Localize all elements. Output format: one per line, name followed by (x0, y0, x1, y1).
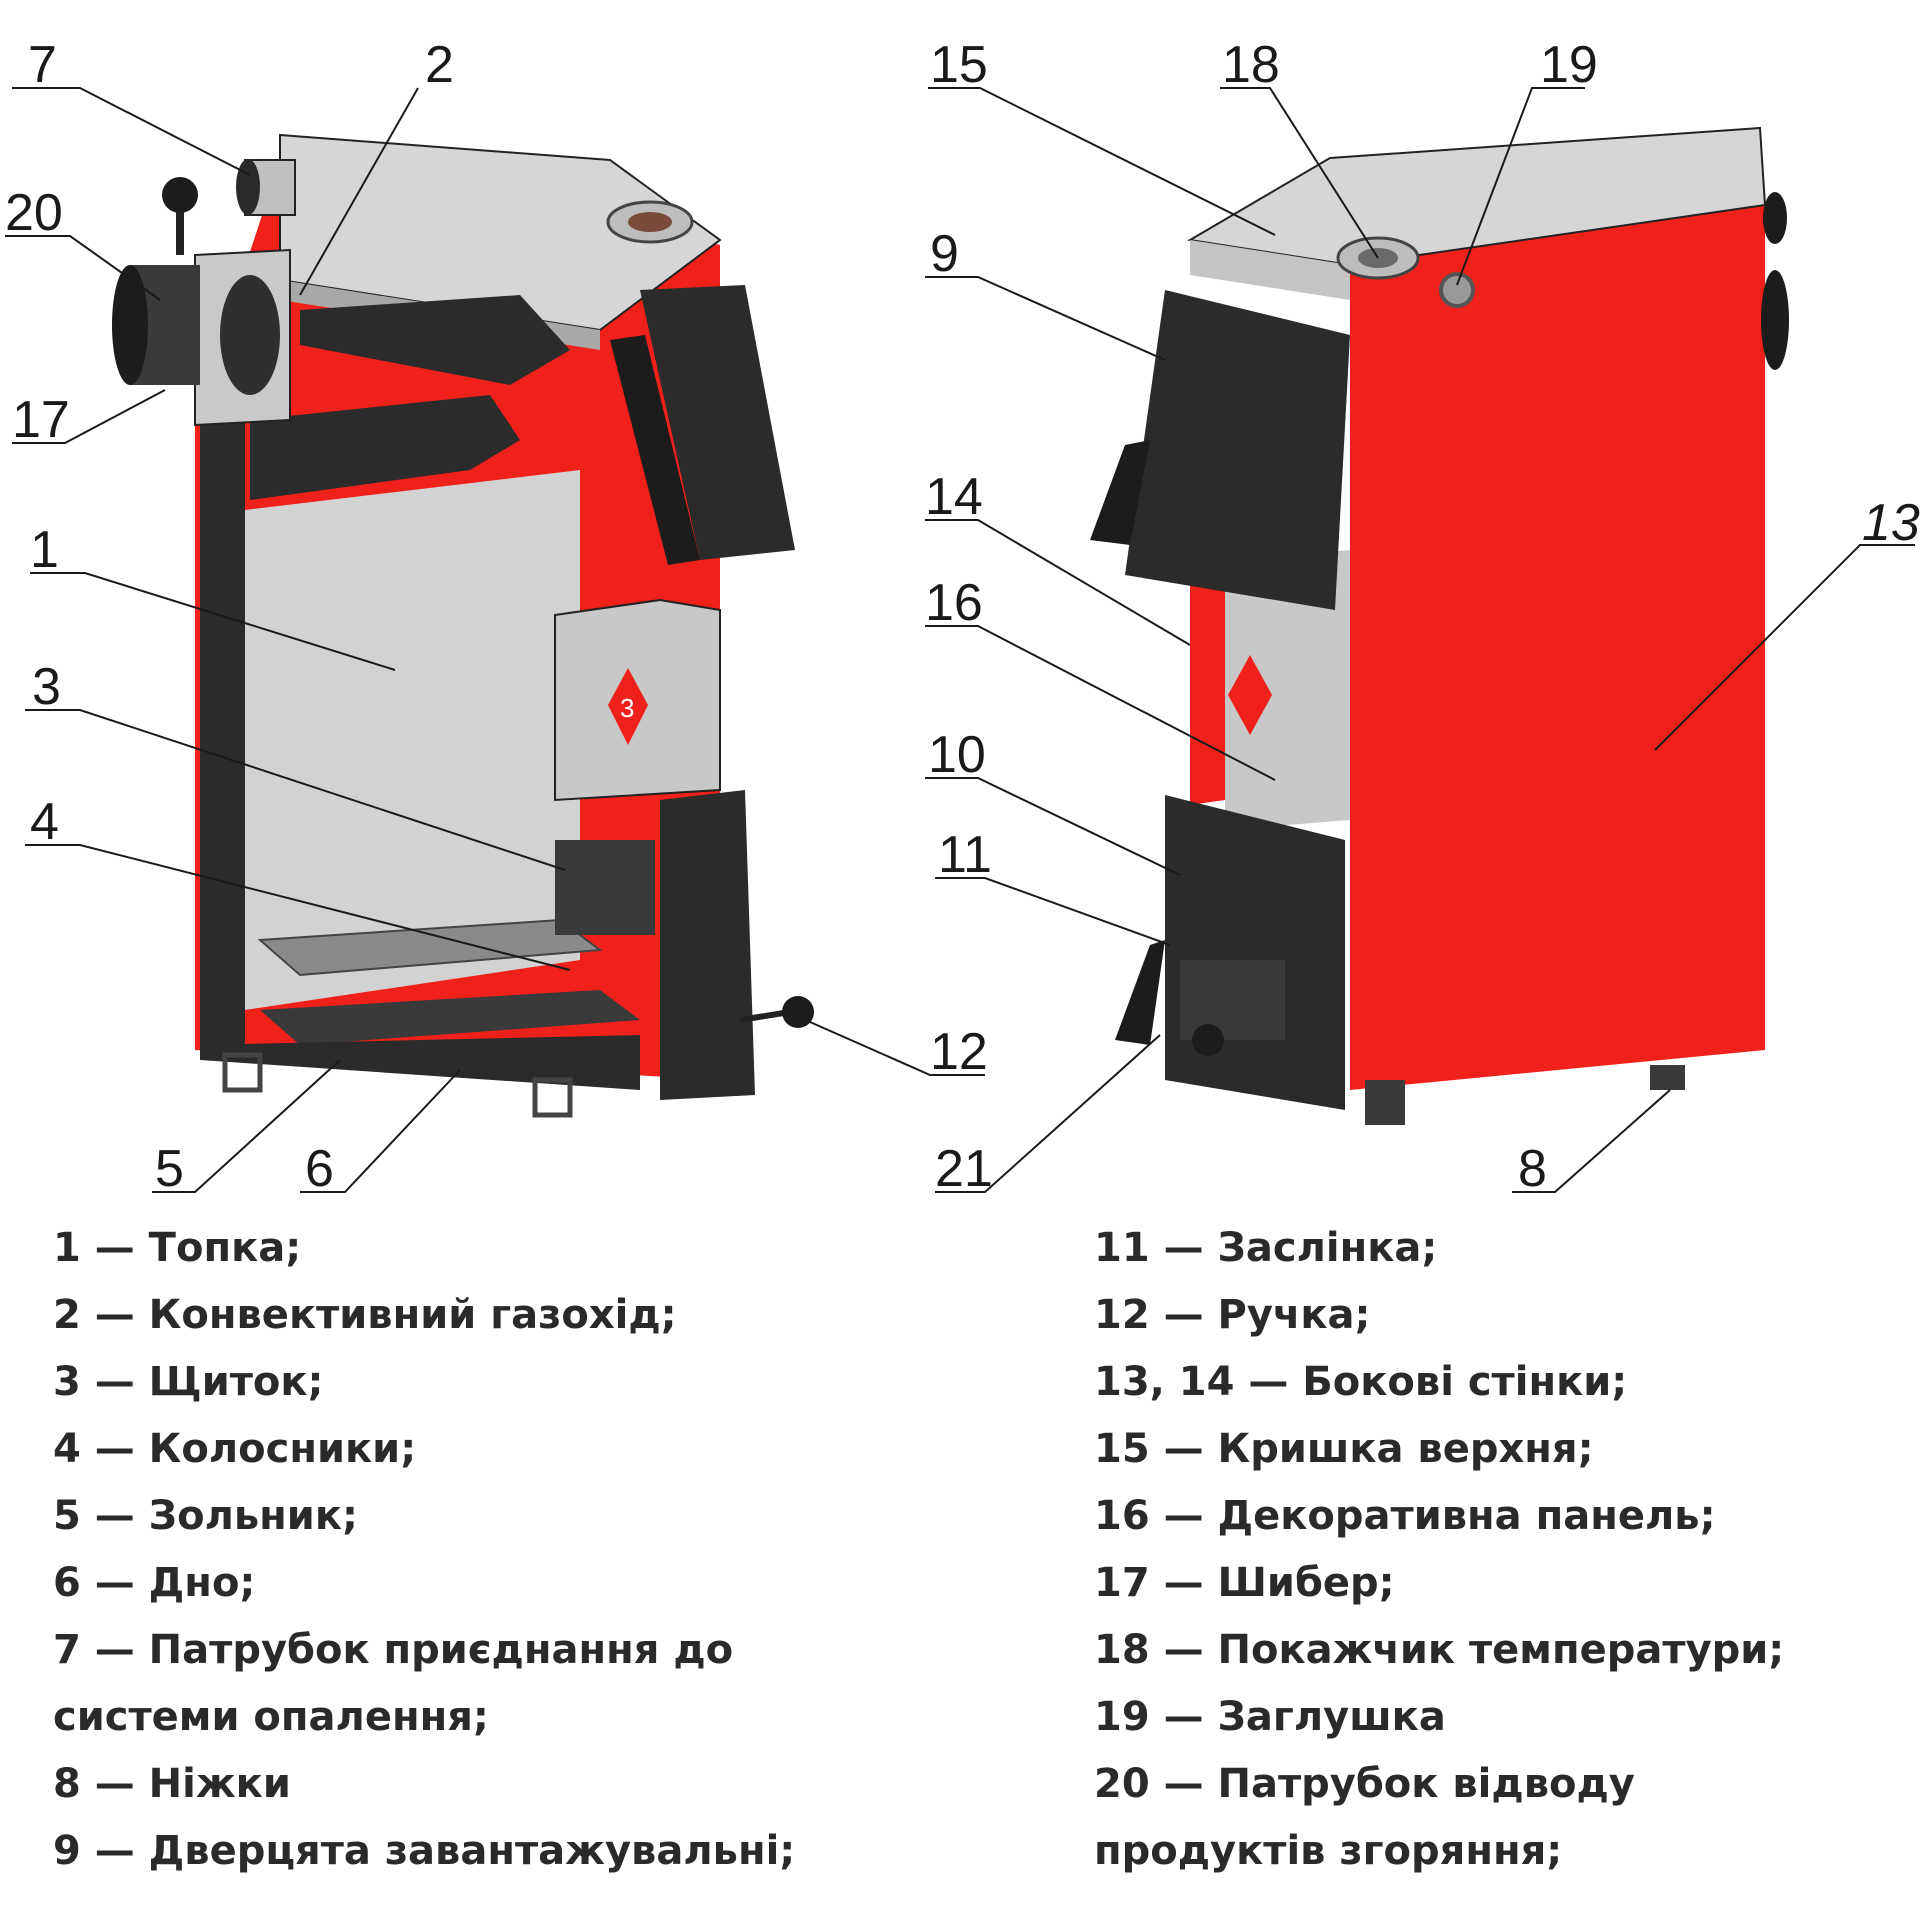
legend-item: 19 — Заглушка (1094, 1694, 1446, 1740)
exterior-air-damper (1180, 960, 1285, 1040)
leader-lines (5, 87, 1915, 1193)
callout-20: 20 (5, 184, 63, 242)
callout-2: 2 (425, 36, 454, 94)
legend-item: 1 — Топка; (53, 1225, 302, 1271)
cutaway-baffle-upper (300, 295, 570, 385)
callout-19: 19 (1540, 36, 1598, 94)
callout-13: 13 (1862, 494, 1920, 552)
legend-item: 6 — Дно; (53, 1560, 256, 1606)
legend-item: 4 — Колосники; (53, 1426, 417, 1472)
legend-item: 12 — Ручка; (1094, 1292, 1371, 1338)
cutaway-handle-knob (782, 996, 814, 1028)
exterior-emblem (1228, 655, 1272, 735)
exterior-side-pipe-top (1763, 192, 1787, 244)
boiler-exterior-view (1090, 126, 1789, 1125)
exterior-damper-knob (1192, 1024, 1224, 1056)
cutaway-leg-left (222, 1052, 263, 1093)
callout-numbers: 7 2 20 17 1 3 4 5 6 12 15 18 19 9 14 16 … (5, 36, 1920, 1198)
cutaway-baffle-lower (250, 395, 520, 500)
callout-8: 8 (1518, 1140, 1547, 1198)
callout-16: 16 (925, 574, 983, 632)
legend-item: 16 — Декоративна панель; (1094, 1493, 1716, 1539)
exterior-side-pipe-mid (1761, 270, 1789, 370)
legend-item: 15 — Кришка верхня; (1094, 1426, 1594, 1472)
legend-column-right: 11 — Заслінка; 12 — Ручка; 13, 14 — Боко… (1094, 1215, 1914, 1885)
callout-21: 21 (935, 1140, 993, 1198)
legend-item: 5 — Зольник; (53, 1493, 358, 1539)
callout-3: 3 (32, 658, 61, 716)
legend-item: 17 — Шибер; (1094, 1560, 1395, 1606)
legend-item: 8 — Ніжки (53, 1761, 291, 1807)
callout-6: 6 (305, 1140, 334, 1198)
cutaway-loading-door (640, 285, 795, 560)
exterior-loading-door (1125, 290, 1350, 610)
legend-item: 20 — Патрубок відводу продуктів згоряння… (1094, 1761, 1635, 1874)
exterior-front-panel (1225, 550, 1350, 830)
cutaway-ash-drawer (260, 990, 640, 1045)
callout-17: 17 (12, 391, 70, 449)
legend-item: 2 — Конвективний газохід; (53, 1292, 677, 1338)
legend-item: 9 — Дверцята завантажувальні; (53, 1828, 796, 1874)
callout-12: 12 (930, 1023, 988, 1081)
callout-15: 15 (930, 36, 988, 94)
cutaway-left-wall (200, 420, 245, 1045)
exterior-red-side (1350, 205, 1765, 1090)
callout-4: 4 (30, 793, 59, 851)
exterior-top-lid-front (1190, 240, 1350, 300)
exterior-ash-door (1165, 795, 1345, 1110)
callout-18: 18 (1222, 36, 1280, 94)
legend-item: 3 — Щиток; (53, 1359, 324, 1405)
cutaway-ash-door (660, 790, 755, 1100)
cutaway-grate (257, 918, 603, 977)
callout-7: 7 (28, 36, 57, 94)
cutaway-bottom-plate (200, 1035, 640, 1090)
legend-column-left: 1 — Топка; 2 — Конвективний газохід; 3 —… (53, 1215, 1013, 1885)
legend-item: 7 — Патрубок приєднання до системи опале… (53, 1627, 734, 1740)
cutaway-emblem-text: 3 (620, 693, 634, 723)
legend-item: 18 — Покажчик температури; (1094, 1627, 1785, 1673)
exterior-leg-left (1365, 1080, 1405, 1125)
cutaway-door-mechanism (555, 840, 655, 935)
callout-14: 14 (925, 468, 983, 526)
exterior-plug (1439, 272, 1475, 308)
callout-1: 1 (30, 521, 59, 579)
cutaway-flue-damper (220, 275, 280, 395)
exterior-leg-right (1650, 1065, 1685, 1090)
boiler-cutaway-view: 3 (112, 133, 814, 1118)
cutaway-emblem (608, 668, 648, 745)
parts-legend: 1 — Топка; 2 — Конвективний газохід; 3 —… (0, 1215, 1920, 1905)
cutaway-leg-right (532, 1077, 573, 1118)
exterior-left-strip (1190, 555, 1225, 805)
callout-11: 11 (938, 826, 992, 884)
callout-10: 10 (928, 726, 986, 784)
cutaway-damper-knob (162, 177, 198, 213)
boiler-diagram: 3 (5, 36, 1920, 1198)
cutaway-inner-cavity (245, 470, 580, 1010)
callout-5: 5 (155, 1140, 184, 1198)
callout-9: 9 (930, 225, 959, 283)
legend-item: 13, 14 — Бокові стінки; (1094, 1359, 1628, 1405)
legend-item: 11 — Заслінка; (1094, 1225, 1438, 1271)
